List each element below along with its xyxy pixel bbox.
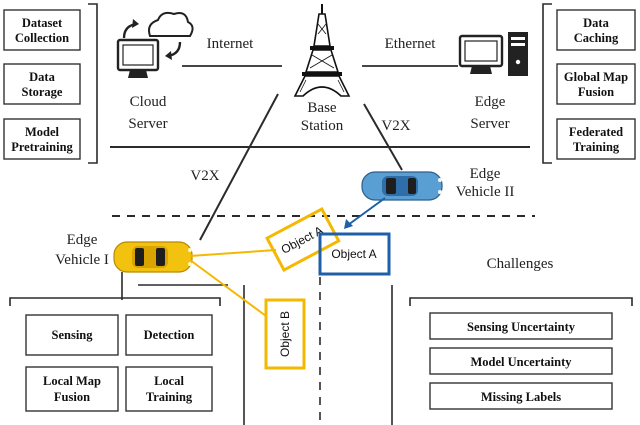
- cloud-task-0-line-0: Dataset: [22, 16, 63, 30]
- challenges-bracket: [409, 297, 633, 306]
- vehicle-tasks-bracket: [9, 297, 221, 306]
- challenge-1-label: Model Uncertainty: [470, 355, 572, 369]
- edge-task-box-2: Federated Training: [556, 118, 636, 160]
- vehicle-task-1-line-0: Detection: [144, 328, 195, 342]
- challenge-2-label: Missing Labels: [481, 390, 561, 404]
- v2x-label-right: V2X: [381, 118, 410, 134]
- edge-task-2-line-1: Training: [573, 140, 620, 154]
- vehicle-one-label-line-0: Edge: [67, 232, 98, 248]
- vehicle-task-2-line-0: Local Map: [43, 374, 101, 388]
- edge-task-1-line-0: Global Map: [564, 70, 628, 84]
- object-b-label: Object B: [278, 311, 292, 357]
- yellow-sight-line-object-b: [189, 259, 267, 317]
- challenge-0-label: Sensing Uncertainty: [467, 320, 576, 334]
- v2x-link-vehicle-one: [199, 93, 279, 241]
- vehicle-task-0-line-0: Sensing: [52, 328, 94, 342]
- edge-server-label-line-1: Server: [470, 116, 509, 132]
- challenge-box-0: Sensing Uncertainty: [429, 312, 613, 340]
- cloud-server-label-line-0: Cloud: [130, 94, 167, 110]
- cloud-task-box-1: Data Storage: [3, 63, 81, 105]
- vehicle-task-box-1: Detection: [125, 314, 213, 356]
- cloud-task-0-line-1: Collection: [15, 31, 69, 45]
- vehicle-task-3-line-1: Training: [146, 390, 193, 404]
- edge-server-tasks-bracket: [542, 3, 552, 164]
- blue-arrow-head-icon: [344, 219, 353, 229]
- vehicle-one-label-line-1: Vehicle I: [55, 252, 109, 268]
- yellow-car-icon: [113, 241, 193, 273]
- vehicle-two-label-line-0: Edge: [470, 166, 501, 182]
- ethernet-label: Ethernet: [385, 36, 437, 52]
- yellow-sight-line-object-a: [189, 249, 277, 257]
- object-a-blue-label: Object A: [331, 247, 376, 261]
- challenge-box-1: Model Uncertainty: [429, 347, 613, 375]
- blue-sight-line-object-a: [347, 197, 386, 226]
- cloud-task-1-line-0: Data: [29, 70, 55, 84]
- cloud-computer-icon: [116, 11, 194, 78]
- cloud-task-2-line-0: Model: [25, 125, 60, 139]
- object-a-blue-box: Object A: [318, 232, 391, 276]
- edge-task-0-line-1: Caching: [574, 31, 619, 45]
- vehicle-task-2-line-1: Fusion: [54, 390, 90, 404]
- base-station-label-line-1: Station: [301, 118, 344, 134]
- eiffel-tower-icon: [293, 4, 351, 97]
- object-b-box: Object B: [264, 298, 306, 370]
- desktop-computer-icon: [458, 32, 528, 76]
- cloud-task-1-line-1: Storage: [22, 85, 63, 99]
- challenges-title: Challenges: [487, 256, 554, 272]
- edge-task-box-0: Data Caching: [556, 9, 636, 51]
- vehicle-task-box-3: Local Training: [125, 366, 213, 412]
- cloud-server-label-line-1: Server: [128, 116, 167, 132]
- vehicle-task-box-2: Local Map Fusion: [25, 366, 119, 412]
- challenge-box-2: Missing Labels: [429, 382, 613, 410]
- edge-task-0-line-0: Data: [583, 16, 609, 30]
- v2x-label-left: V2X: [190, 168, 219, 184]
- base-station-label-line-0: Base: [307, 100, 337, 116]
- edge-task-2-line-0: Federated: [569, 125, 623, 139]
- edge-task-box-1: Global Map Fusion: [556, 63, 636, 105]
- vehicle-two-label-line-1: Vehicle II: [456, 184, 515, 200]
- vehicle-task-box-0: Sensing: [25, 314, 119, 356]
- vehicle-task-3-line-0: Local: [154, 374, 184, 388]
- object-a-yellow-box: Object A: [265, 207, 341, 273]
- cloud-task-2-line-1: Pretraining: [11, 140, 73, 154]
- cloud-task-box-2: Model Pretraining: [3, 118, 81, 160]
- edge-server-label-line-0: Edge: [475, 94, 506, 110]
- cloud-tasks-bracket: [88, 3, 98, 164]
- blue-car-icon: [361, 171, 443, 201]
- edge-task-1-line-1: Fusion: [578, 85, 614, 99]
- v2x-link-vehicle-two: [363, 103, 403, 171]
- cloud-task-box-0: Dataset Collection: [3, 9, 81, 51]
- internet-label: Internet: [207, 36, 254, 52]
